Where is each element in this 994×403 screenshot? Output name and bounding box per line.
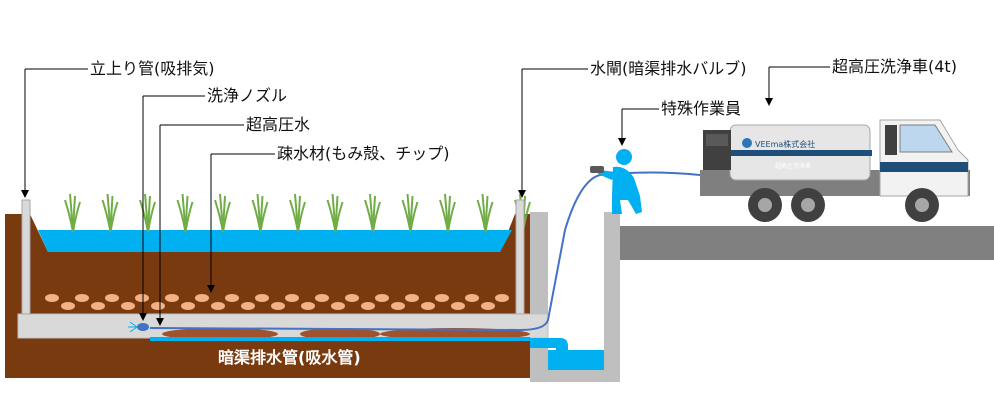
label-filter-material: 疎水材(もみ殻、チップ) [277,144,450,163]
label-drain-pipe: 暗渠排水管(吸水管) [218,348,361,367]
label-truck: 超高圧洗浄車(4t) [832,57,957,76]
pebble [271,302,285,310]
pebble [105,294,119,302]
leader-lines [21,66,830,326]
pebble [61,302,75,310]
ditch-water [548,350,604,370]
rice-plant [251,193,269,233]
rice-plant [101,193,119,233]
standpipe-right [515,199,525,315]
rice-plant [439,193,456,233]
truck-side-text: 超高圧洗浄車 [775,162,811,170]
pebble [211,302,225,310]
rice-plant [139,193,156,233]
pebble [225,294,239,302]
pebble [391,302,405,310]
truck-company-text: VEEma株式会社 [755,139,815,149]
rice-plant [289,193,306,233]
rice-plants [64,193,531,233]
pebble [375,294,389,302]
outlet-ditch [530,212,620,382]
pebble [495,294,509,302]
nozzle [128,321,149,333]
rice-plant [326,193,344,233]
pebble [45,294,59,302]
standpipe-left [21,199,31,315]
pebble [241,302,255,310]
road-ground [620,226,994,260]
rice-plant [64,193,81,233]
pebble [361,302,375,310]
spray-gun [590,166,604,173]
pebble [151,302,165,310]
label-high-pressure-water: 超高圧水 [246,115,311,134]
pebble [181,302,195,310]
hose [149,171,701,332]
label-standpipe: 立上り管(吸排気) [90,59,215,78]
rice-plant [476,193,494,233]
filter-material-pebbles [45,294,509,310]
label-nozzle: 洗浄ノズル [207,86,288,105]
pebble [285,294,299,302]
truck: VEEma株式会社 超高圧洗浄車 [700,119,970,222]
pebble [405,294,419,302]
pebble [345,294,359,302]
rice-plant [214,193,231,233]
pebble [301,302,315,310]
pebble [135,294,149,302]
pipe-water-line [150,337,530,341]
pebble [435,294,449,302]
pebble [481,302,495,310]
rice-plant [364,193,381,233]
pebble [165,294,179,302]
pebble [121,302,135,310]
rice-plant [176,193,194,233]
pebble [255,294,269,302]
rice-plant [401,193,419,233]
pebble [465,294,479,302]
pebble [75,294,89,302]
pebble [451,302,465,310]
pebble [315,294,329,302]
outlet-pipe [530,338,568,352]
pebble [421,302,435,310]
label-water-gate: 水閘(暗渠排水バルブ) [590,59,747,78]
label-worker: 特殊作業員 [661,99,742,118]
worker-figure [598,149,642,214]
paddy-water [38,230,512,252]
pebble [195,294,209,302]
pebble [331,302,345,310]
pebble [91,302,105,310]
